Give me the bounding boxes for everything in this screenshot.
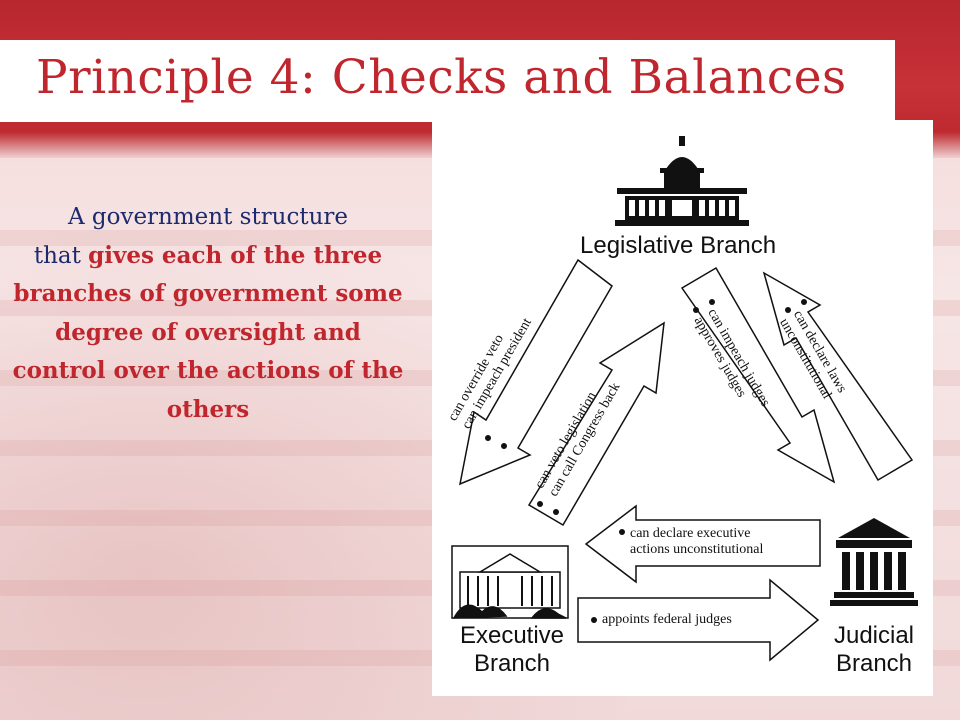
arrow-bullets [485, 299, 807, 623]
capitol-icon [615, 136, 749, 226]
legislative-to-judicial-arrow [680, 266, 836, 484]
jud-to-exec-line-1: can declare executive [630, 526, 751, 541]
legislative-branch-label: Legislative Branch [580, 232, 777, 259]
jud-to-exec-line-2: actions unconstitutional [630, 542, 764, 557]
slide-title: Principle 4: Checks and Balances [36, 50, 847, 105]
checks-and-balances-diagram: Legislative Branch Executive Branch Judi… [432, 120, 933, 696]
legislative-to-executive-arrow [458, 258, 613, 486]
description-lead-1: A government structure [67, 204, 349, 230]
executive-branch-label-2: Branch [473, 650, 551, 677]
executive-to-judicial-arrow [577, 578, 820, 662]
supreme-court-icon [830, 518, 918, 606]
judicial-branch-label-2: Branch [835, 650, 913, 677]
white-house-icon [451, 545, 569, 619]
judicial-to-legislative-arrow [762, 271, 914, 482]
judicial-branch-label-1: Judicial [833, 622, 915, 649]
exec-to-jud-line-1: appoints federal judges [602, 612, 732, 627]
executive-to-legislative-arrow [527, 321, 665, 527]
jud-to-exec-text: can declare executive actions unconstitu… [630, 526, 763, 558]
executive-branch-label-1: Executive [459, 622, 565, 649]
diagram-drawing [451, 136, 918, 662]
title-box [0, 40, 895, 122]
exec-to-jud-text: appoints federal judges [602, 612, 732, 628]
description-lead-2: that [33, 242, 89, 269]
description-emphasis: gives each of the three branches of gove… [12, 241, 404, 423]
description-text: A government structure that gives each o… [8, 198, 408, 429]
judicial-to-executive-arrow [584, 504, 821, 584]
